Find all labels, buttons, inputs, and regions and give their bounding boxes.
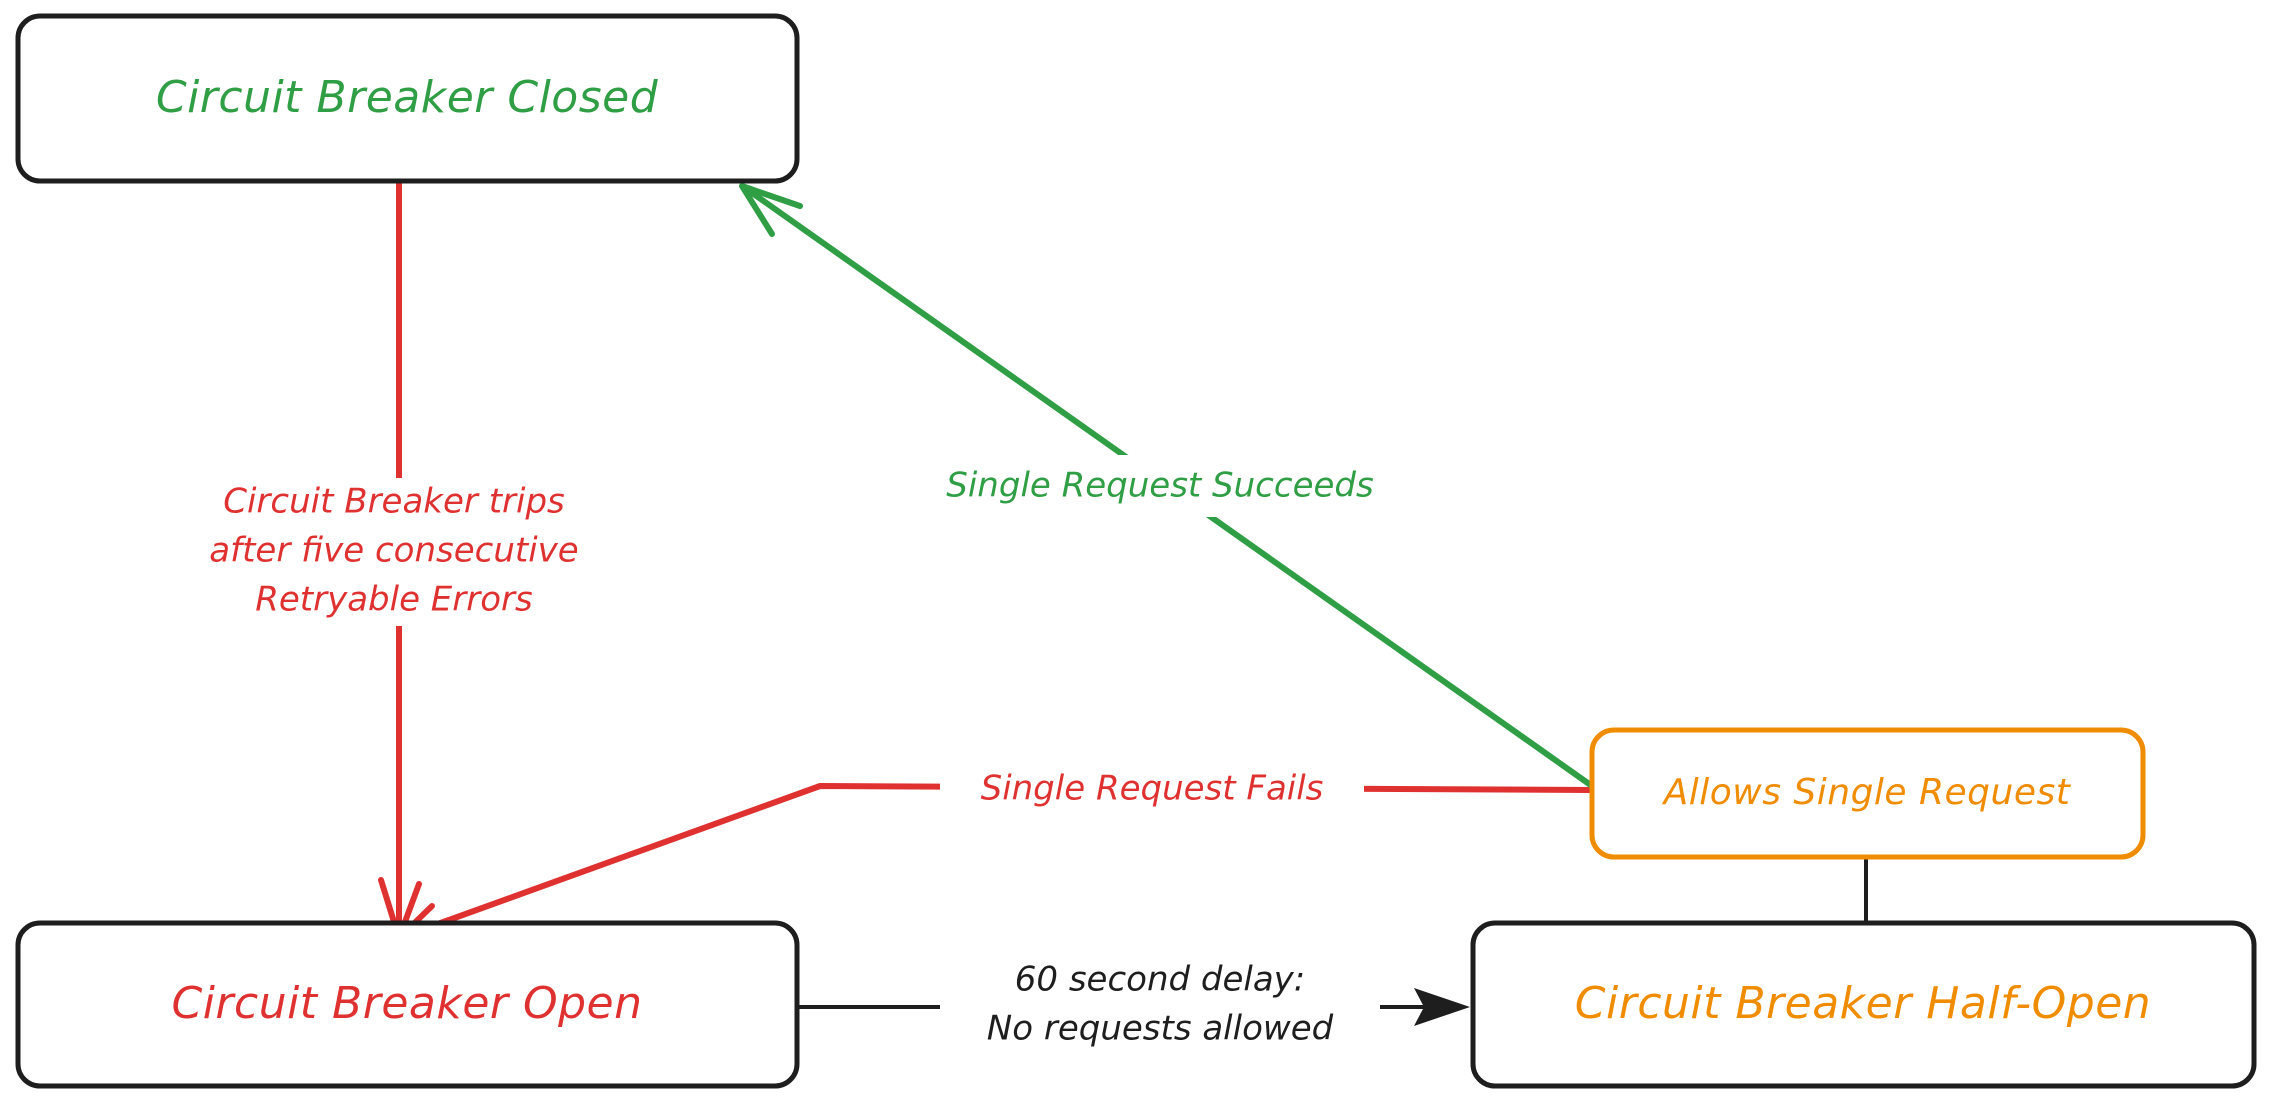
- node-open-label: Circuit Breaker Open: [171, 978, 642, 1029]
- edge-label-allows-to-open: Single Request Fails: [940, 760, 1364, 822]
- edge-label-delay-line1: 60 second delay:: [1015, 960, 1306, 1000]
- node-closed-label: Circuit Breaker Closed: [156, 72, 659, 123]
- node-allows-single-request-label: Allows Single Request: [1662, 772, 2072, 813]
- node-half-open-label: Circuit Breaker Half-Open: [1575, 978, 2151, 1029]
- node-closed-border[interactable]: [15, 13, 800, 184]
- edge-label-fails: Single Request Fails: [981, 769, 1324, 809]
- edge-label-allows-to-closed: Single Request Succeeds: [910, 455, 1410, 517]
- edge-label-backing-delay: [940, 948, 1380, 1064]
- node-allows-single-request-border[interactable]: [1589, 727, 2146, 860]
- node-circuit-breaker-closed[interactable]: Circuit Breaker Closed: [15, 13, 800, 184]
- edge-label-backing-fails: [940, 760, 1364, 822]
- arrowhead-open-to-half-open: [1414, 988, 1470, 1026]
- arrowhead-allows-to-closed: [739, 183, 803, 237]
- edge-label-trips-line2: after five consecutive: [209, 531, 578, 571]
- edge-label-succeeds: Single Request Succeeds: [946, 466, 1373, 506]
- edge-label-backing-succeeds: [910, 455, 1410, 517]
- edge-label-delay-line2: No requests allowed: [987, 1009, 1334, 1049]
- edge-label-open-to-half-open: 60 second delay: No requests allowed: [940, 948, 1380, 1064]
- node-circuit-breaker-open[interactable]: Circuit Breaker Open: [15, 920, 800, 1089]
- edge-label-backing-trips: [178, 478, 610, 626]
- node-allows-single-request[interactable]: Allows Single Request: [1589, 727, 2146, 860]
- node-open-border[interactable]: [15, 920, 800, 1089]
- edge-label-trips-line3: Retryable Errors: [255, 580, 533, 620]
- edge-label-trips-line1: Circuit Breaker trips: [223, 482, 565, 522]
- node-half-open-border[interactable]: [1470, 920, 2257, 1089]
- node-circuit-breaker-half-open[interactable]: Circuit Breaker Half-Open: [1470, 920, 2257, 1089]
- edge-label-closed-to-open: Circuit Breaker trips after five consecu…: [178, 478, 610, 626]
